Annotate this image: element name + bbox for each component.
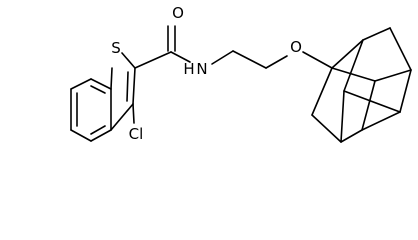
benzene-ring — [70, 78, 112, 142]
bond — [170, 51, 191, 63]
bond — [90, 129, 112, 142]
bond — [311, 67, 333, 116]
bond — [265, 55, 288, 69]
bond — [343, 90, 401, 113]
bond — [311, 114, 342, 143]
bond — [399, 69, 412, 113]
double-bond-inner — [126, 71, 129, 102]
bond — [132, 67, 136, 105]
adamantane-cage — [311, 27, 412, 143]
bond — [232, 50, 267, 69]
carbonyl-oxygen-label: O — [172, 4, 184, 22]
carboxamide-group — [134, 25, 191, 69]
bond — [340, 90, 345, 143]
bond — [110, 103, 134, 131]
sulfur-label: S — [111, 39, 121, 57]
chemical-structure-diagram: S O N H O Cl — [70, 4, 412, 143]
bond — [331, 39, 364, 69]
bond — [361, 80, 376, 131]
bond — [90, 78, 112, 90]
bond — [374, 69, 412, 82]
bond — [340, 129, 363, 143]
bond — [362, 27, 391, 41]
thiophene-ring — [110, 52, 136, 131]
bond — [121, 52, 136, 69]
amide-nitrogen-label: N — [196, 60, 207, 78]
bond — [70, 129, 92, 142]
bond — [70, 78, 92, 90]
atom-labels: S O N H O Cl — [111, 4, 302, 143]
bond — [302, 51, 333, 69]
bond — [134, 51, 172, 69]
bond — [331, 67, 376, 82]
bond — [211, 50, 234, 65]
ether-oxygen-label: O — [290, 38, 302, 56]
bond — [110, 67, 113, 90]
ethoxy-linker — [211, 50, 333, 69]
double-bond-inner — [90, 125, 106, 135]
bond — [361, 111, 401, 131]
bond — [389, 27, 412, 71]
bond — [343, 39, 364, 92]
double-bond-inner — [90, 85, 106, 94]
chlorine-label: Cl — [129, 125, 144, 143]
amide-hydrogen-label: H — [183, 60, 194, 78]
bond-c3-cl — [132, 103, 135, 124]
